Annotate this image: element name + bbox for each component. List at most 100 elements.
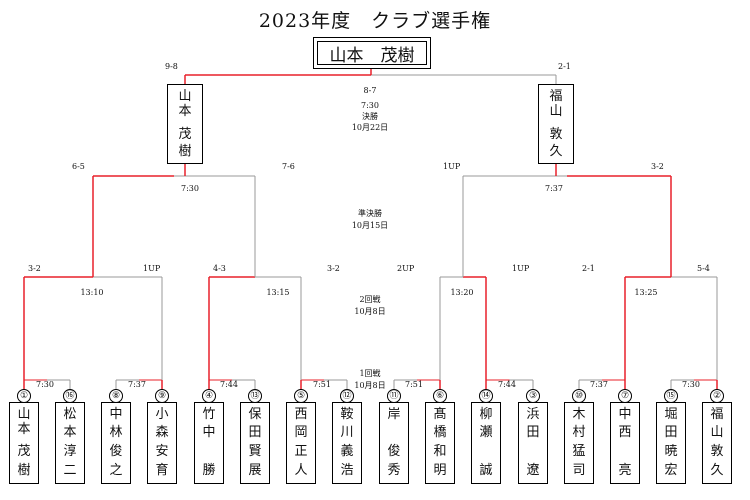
quarter-right-score: 1UP bbox=[512, 264, 530, 273]
seed-badge: ⑧ bbox=[109, 389, 123, 403]
first-date: 10月8日 bbox=[354, 381, 386, 390]
name-char: 猛 bbox=[572, 444, 586, 459]
name-char: 本 bbox=[178, 104, 192, 119]
name-char: 俊 bbox=[109, 444, 123, 459]
first-round-time: 7:51 bbox=[313, 380, 331, 389]
name-char: 久 bbox=[549, 144, 563, 159]
seed-badge: ⑥ bbox=[433, 389, 447, 403]
name-char: 田 bbox=[248, 425, 262, 440]
finalist-name: 山 本 茂 樹 bbox=[168, 85, 202, 163]
name-char: 久 bbox=[710, 463, 724, 478]
quarter-time: 13:10 bbox=[80, 288, 104, 297]
quarter-time: 13:15 bbox=[266, 288, 290, 297]
name-char: 竹 bbox=[202, 407, 216, 422]
final-score: 8-7 bbox=[363, 86, 377, 95]
final-date: 10月22日 bbox=[351, 123, 389, 132]
player-box: 浜 田 遼 bbox=[518, 402, 548, 484]
name-char: 暁 bbox=[664, 444, 678, 459]
name-char: 和 bbox=[433, 444, 447, 459]
first-round-name: 1回戦 bbox=[359, 369, 381, 378]
player-box: 鞍 川 義 浩 bbox=[332, 402, 362, 484]
quarter-time: 13:20 bbox=[450, 288, 474, 297]
champion-box: 山本 茂樹 bbox=[313, 37, 431, 69]
name-char: 人 bbox=[294, 463, 308, 478]
name-char: 西 bbox=[618, 425, 632, 440]
name-char: 西 bbox=[294, 407, 308, 422]
first-round-time: 7:44 bbox=[498, 380, 516, 389]
name-char: 二 bbox=[63, 463, 77, 478]
name-char: 山 bbox=[178, 89, 192, 104]
name-char: 樹 bbox=[178, 144, 192, 159]
seed-badge: ⑫ bbox=[340, 389, 354, 403]
seed-badge: ⑬ bbox=[248, 389, 262, 403]
name-char: 瀬 bbox=[479, 425, 493, 440]
finalist-box: 山 本 茂 樹 bbox=[167, 84, 203, 164]
seed-badge: ① bbox=[17, 389, 31, 403]
finalist-name: 福 山 敦 久 bbox=[539, 85, 573, 163]
name-char: 髙 bbox=[433, 407, 447, 422]
final-round-name: 決勝 bbox=[362, 112, 378, 121]
name-char: 山 bbox=[17, 407, 31, 422]
name-char: 川 bbox=[340, 425, 354, 440]
name-char: 亮 bbox=[618, 463, 632, 478]
name-char: 浩 bbox=[340, 463, 354, 478]
finalist-box: 福 山 敦 久 bbox=[538, 84, 574, 164]
player-box: 髙 橋 和 明 bbox=[425, 402, 455, 484]
seed-badge: ③ bbox=[526, 389, 540, 403]
player-box: 福 山 敦 久 bbox=[702, 402, 732, 484]
name-char: 司 bbox=[572, 463, 586, 478]
name-char: 遼 bbox=[526, 463, 540, 478]
name-char: 淳 bbox=[63, 444, 77, 459]
first-round-time: 7:44 bbox=[220, 380, 238, 389]
seed-badge: ⑯ bbox=[63, 389, 77, 403]
second-date: 10月8日 bbox=[354, 307, 386, 316]
player-box: 小 森 安 育 bbox=[147, 402, 177, 484]
player-box: 中 西 亮 bbox=[610, 402, 640, 484]
quarter-right-score: 3-2 bbox=[327, 264, 340, 273]
name-char: 誠 bbox=[479, 463, 493, 478]
name-char: 鞍 bbox=[340, 407, 354, 422]
semi-date: 10月15日 bbox=[351, 221, 389, 230]
name-char: 福 bbox=[710, 407, 724, 422]
seed-badge: ④ bbox=[202, 389, 216, 403]
quarter-right-score: 5-4 bbox=[697, 264, 710, 273]
semi-left-score: 6-5 bbox=[72, 162, 85, 171]
page-title: 2023年度 クラブ選手権 bbox=[258, 10, 492, 32]
quarter-left-score: 2-1 bbox=[582, 264, 595, 273]
name-char: 福 bbox=[549, 89, 563, 104]
name-char: 正 bbox=[294, 444, 308, 459]
final-time: 7:30 bbox=[361, 101, 379, 110]
first-round-time: 7:30 bbox=[36, 380, 54, 389]
name-char: 義 bbox=[340, 444, 354, 459]
name-char: 賢 bbox=[248, 444, 262, 459]
name-char: 秀 bbox=[387, 463, 401, 478]
seed-badge: ⑤ bbox=[294, 389, 308, 403]
first-round-time: 7:51 bbox=[405, 380, 423, 389]
name-char: 樹 bbox=[17, 463, 31, 478]
quarter-left-score: 2UP bbox=[397, 264, 415, 273]
seed-badge: ⑮ bbox=[664, 389, 678, 403]
name-char: 茂 bbox=[178, 127, 192, 142]
name-char: 本 bbox=[63, 425, 77, 440]
name-char: 田 bbox=[664, 425, 678, 440]
seed-badge: ② bbox=[710, 389, 724, 403]
name-char: 岸 bbox=[387, 407, 401, 422]
player-box: 山 本 茂 樹 bbox=[9, 402, 39, 484]
name-char: 堀 bbox=[664, 407, 678, 422]
player-box: 西 岡 正 人 bbox=[286, 402, 316, 484]
player-box: 堀 田 暁 宏 bbox=[656, 402, 686, 484]
seed-badge: ⑭ bbox=[479, 389, 493, 403]
semi-time: 7:30 bbox=[181, 184, 199, 193]
player-box: 保 田 賢 展 bbox=[240, 402, 270, 484]
player-box: 松 本 淳 二 bbox=[55, 402, 85, 484]
name-char: 山 bbox=[549, 104, 563, 119]
finalist-score: 2-1 bbox=[558, 62, 571, 71]
quarter-time: 13:25 bbox=[634, 288, 658, 297]
finalist-score: 9-8 bbox=[165, 62, 178, 71]
player-box: 中 林 俊 之 bbox=[101, 402, 131, 484]
name-char: 敦 bbox=[549, 127, 563, 142]
first-round-time: 7:30 bbox=[682, 380, 700, 389]
name-char: 安 bbox=[155, 444, 169, 459]
name-char: 展 bbox=[248, 463, 262, 478]
